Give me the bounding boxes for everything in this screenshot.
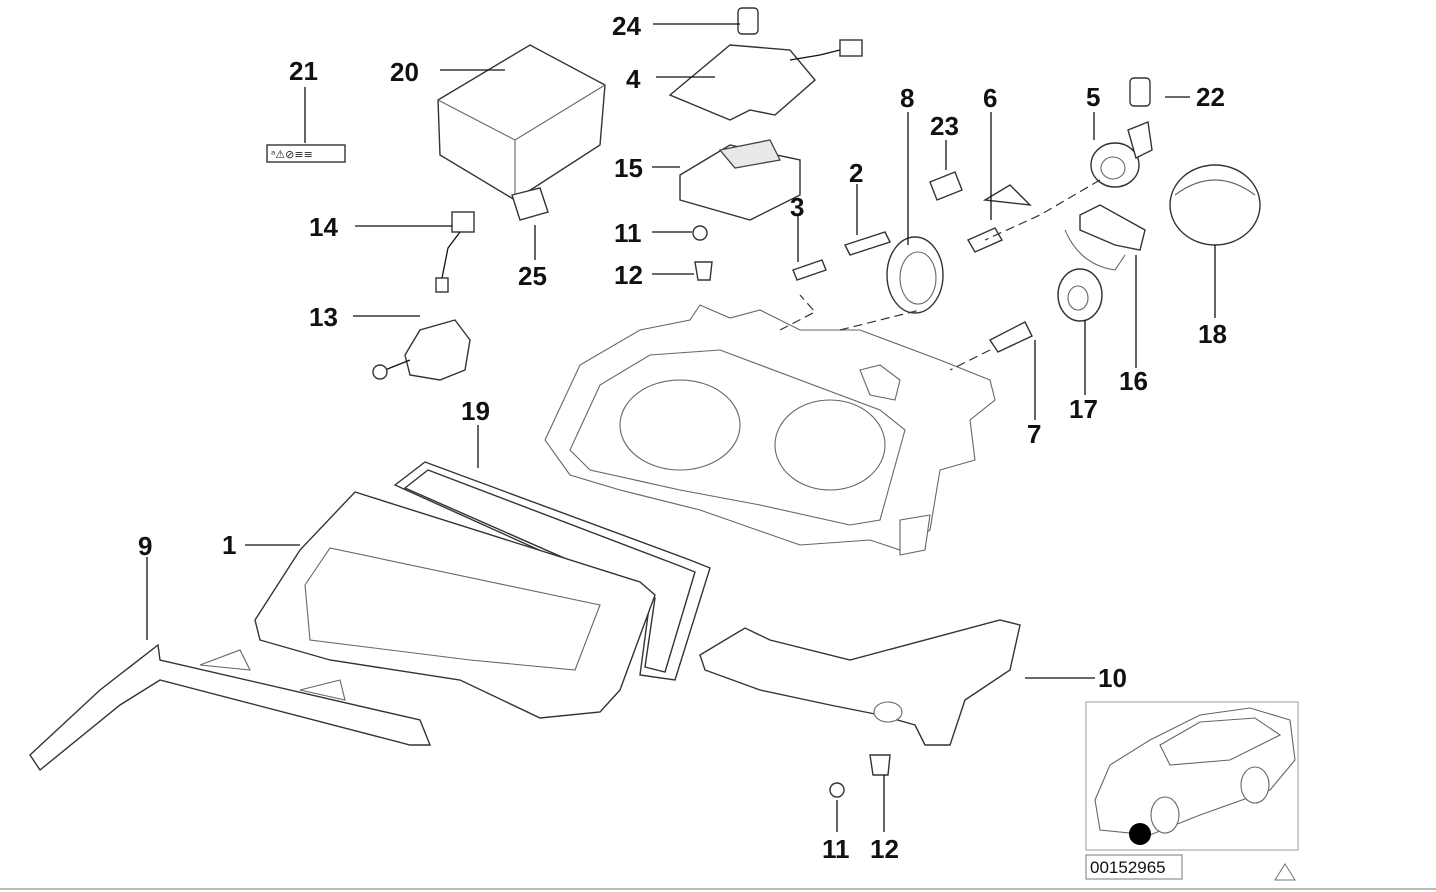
clip-12-top[interactable]	[694, 261, 713, 281]
wiring-harness[interactable]	[435, 211, 475, 293]
callout-23: 23	[930, 111, 959, 141]
callout-8: 8	[900, 83, 914, 113]
reference-number: 00152965	[1090, 858, 1166, 877]
callout-18: 18	[1198, 319, 1227, 349]
screw-11-bottom[interactable]	[829, 782, 845, 798]
callout-9: 9	[138, 531, 152, 561]
callout-4: 4	[626, 64, 641, 94]
reflector-ring[interactable]	[886, 236, 944, 314]
label-icons: ᵃ⚠⊘≡≡	[271, 148, 313, 161]
callout-2: 2	[849, 158, 863, 188]
callout-5: 5	[1086, 82, 1100, 112]
connector-24[interactable]	[737, 7, 759, 35]
warning-label[interactable]: ᵃ⚠⊘≡≡	[266, 144, 346, 163]
connector-22[interactable]	[1129, 77, 1151, 107]
headlight-housing[interactable]	[544, 304, 996, 556]
bulb-3[interactable]	[792, 259, 827, 281]
callout-12-top: 12	[614, 260, 643, 290]
callout-6: 6	[983, 83, 997, 113]
callout-21: 21	[289, 56, 318, 86]
cover-cap[interactable]	[982, 164, 1261, 246]
ballast-unit[interactable]	[679, 139, 801, 221]
callout-11-top: 11	[614, 218, 642, 248]
callout-24: 24	[612, 11, 641, 41]
reference-number-box: 00152965	[1085, 854, 1183, 880]
bulb-23[interactable]	[929, 171, 963, 201]
callout-1: 1	[222, 530, 236, 560]
callout-25: 25	[518, 261, 547, 291]
clip-12-bottom[interactable]	[869, 754, 891, 776]
callout-13: 13	[309, 302, 338, 332]
headlight-lens[interactable]	[254, 491, 656, 719]
callout-10: 10	[1098, 663, 1127, 693]
leader-lines	[146, 23, 1216, 832]
triangle-icon	[1274, 863, 1296, 881]
callout-15: 15	[614, 153, 643, 183]
adjuster-motor[interactable]	[372, 319, 471, 381]
control-unit[interactable]	[1064, 204, 1146, 271]
callout-19: 19	[461, 396, 490, 426]
callout-3: 3	[790, 192, 804, 222]
vehicle-locator-inset	[1085, 701, 1299, 851]
bulb-2[interactable]	[844, 231, 891, 256]
bulb-socket-5[interactable]	[1090, 121, 1153, 188]
guide-line	[839, 309, 921, 331]
guide-line	[949, 349, 991, 371]
callout-14: 14	[309, 212, 338, 242]
ignition-bracket[interactable]	[668, 39, 863, 121]
xenon-bulb-7[interactable]	[988, 321, 1033, 353]
callout-11-bottom: 11	[822, 834, 850, 864]
callout-16: 16	[1119, 366, 1148, 396]
screw-11-top[interactable]	[692, 225, 708, 241]
callout-22: 22	[1196, 82, 1225, 112]
callout-7: 7	[1027, 419, 1041, 449]
plug-25[interactable]	[511, 187, 549, 221]
parts-box[interactable]	[437, 44, 606, 201]
trim-strip[interactable]	[29, 643, 432, 772]
grommet[interactable]	[1057, 268, 1103, 322]
mounting-bracket[interactable]	[699, 619, 1021, 746]
headlight-position-marker	[1129, 823, 1151, 845]
callout-12-bottom: 12	[870, 834, 899, 864]
callout-20: 20	[390, 57, 419, 87]
callout-17: 17	[1069, 394, 1098, 424]
